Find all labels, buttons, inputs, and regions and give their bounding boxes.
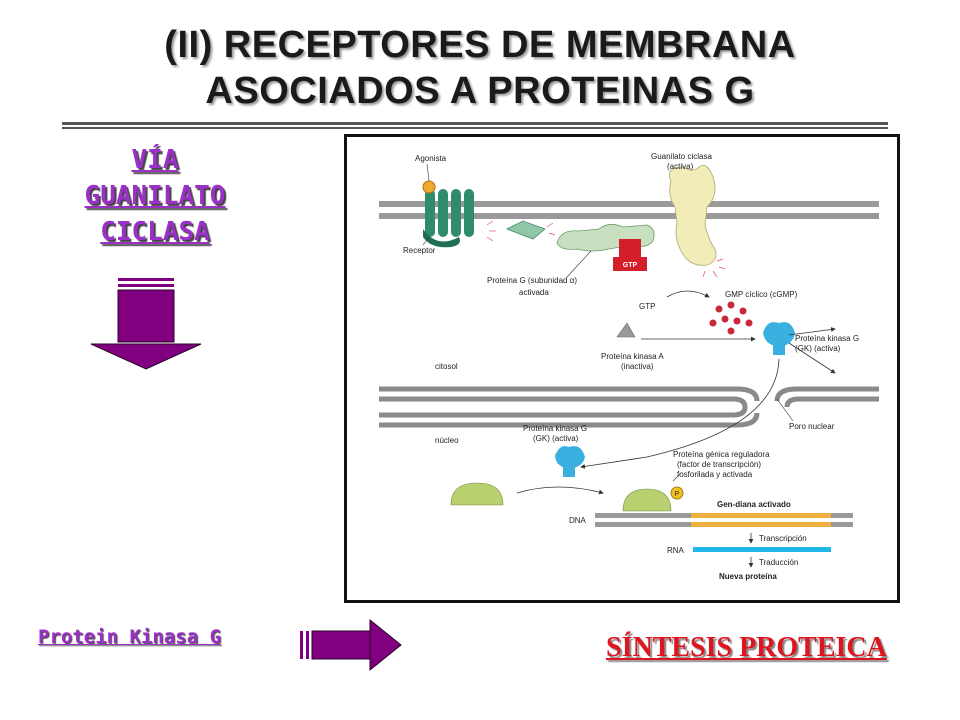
receptor-shape [423,189,474,248]
g-protein-label-1: Proteína G (subunidad α) [487,276,577,285]
right-arrow-icon [300,618,402,672]
guanylate-cyclase-label-1: Guanilato ciclasa [651,152,712,161]
pkg-mid-label-2: (GK) (activa) [533,434,579,443]
slide-title: (II) RECEPTORES DE MEMBRANA ASOCIADOS A … [0,22,960,114]
pkg-top-label-1: Proteína kinasa G [795,334,859,343]
pathway-label-line-2: GUANILATO [84,181,226,211]
nuclear-pore-label: Poro nuclear [789,422,835,431]
pathway-diagram: Agonista Receptor GTP Guanilato ciclasa … [379,152,879,581]
dna-label: DNA [569,516,587,525]
inactive-regulator-shape [450,482,504,506]
pathway-label: VÍA GUANILATO CICLASA [40,142,270,250]
pkg-top-label-2: (GK) (activa) [795,344,841,353]
gtp-box: GTP [613,239,647,271]
plasma-membrane [379,201,879,219]
title-divider-top [62,122,888,125]
pka-shape [616,322,636,338]
protein-kinase-g-label: Protein Kinasa G [38,626,222,648]
dna-strand [595,513,853,527]
g-protein-label-2: activada [519,288,549,297]
pathway-label-line-3: CICLASA [100,217,210,247]
pathway-label-line-1: VÍA [131,145,179,175]
down-arrow-icon [90,278,202,370]
pkg-top-shape [763,322,795,355]
svg-text:GTP: GTP [623,262,638,269]
regulator-label-3: fosforilada y activada [677,470,753,479]
protein-synthesis-label: SÍNTESIS PROTEICA [606,632,887,663]
target-gene-label: Gen-diana activado [717,500,791,509]
translation-label: Traducción [759,558,798,567]
title-divider-bottom [62,127,888,129]
pkg-mid-label-1: Proteína kinasa G [523,424,587,433]
regulator-label-1: Proteína génica reguladora [673,450,770,459]
transcription-label: Transcripción [759,534,807,543]
nuclear-envelope [379,386,879,428]
title-line-1: (II) RECEPTORES DE MEMBRANA [164,24,796,66]
regulator-label-2: (factor de transcripción) [677,460,761,469]
rna-strand [693,547,831,552]
guanylate-cyclase-shape [669,164,717,266]
pka-label-2: (inactiva) [621,362,654,371]
active-regulator-shape [622,488,672,512]
new-protein-label: Nueva proteína [719,572,777,581]
nucleus-label: núcleo [435,436,459,445]
rna-label: RNA [667,546,685,555]
g-beta-gamma-shape [506,220,546,240]
pathway-figure: Agonista Receptor GTP Guanilato ciclasa … [344,134,900,603]
phosphate-dot [670,486,684,500]
agonist-label: Agonista [415,154,447,163]
cgmp-molecules [709,301,753,335]
receptor-label: Receptor [403,246,436,255]
phosphate-label: P [675,491,680,498]
title-line-2: ASOCIADOS A PROTEINAS G [205,70,755,112]
pka-label-1: Proteína kinasa A [601,352,664,361]
gtp-label: GTP [639,302,655,311]
guanylate-cyclase-label-2: (activa) [667,162,694,171]
agonist-dot [422,180,436,194]
cgmp-label: GMP cíclico (cGMP) [725,290,798,299]
cytosol-label: citosol [435,362,458,371]
pkg-mid-shape [555,446,585,477]
